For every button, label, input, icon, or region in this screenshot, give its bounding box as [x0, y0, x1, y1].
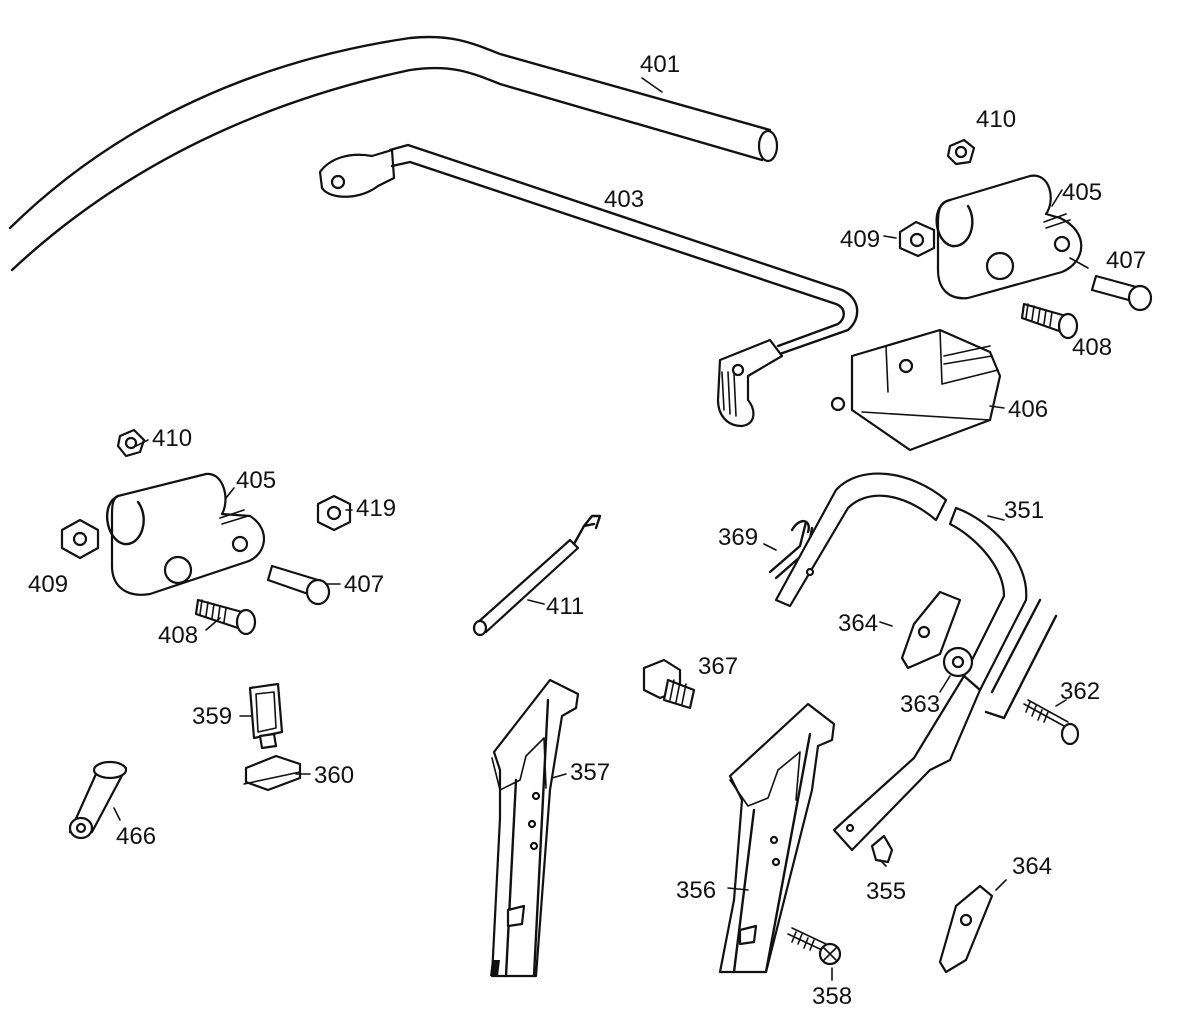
part-358-screw [787, 927, 842, 966]
part-406-housing [830, 328, 1002, 452]
label-358: 358 [812, 983, 852, 1010]
label-407-right: 407 [1106, 247, 1146, 274]
part-362-bolt [1023, 699, 1080, 746]
label-409-right: 409 [840, 226, 880, 253]
part-355-washer [870, 834, 894, 864]
label-362: 362 [1060, 678, 1100, 705]
label-406: 406 [1008, 396, 1048, 423]
label-401: 401 [640, 51, 680, 78]
label-466: 466 [116, 823, 156, 850]
part-364-knob-upper [900, 590, 962, 670]
label-357: 357 [570, 759, 610, 786]
label-410-left: 410 [152, 425, 192, 452]
part-408-bolt-right [1020, 302, 1079, 340]
label-356: 356 [676, 877, 716, 904]
label-409-left: 409 [28, 571, 68, 598]
label-403: 403 [604, 186, 644, 213]
part-401-upper-handle [8, 35, 779, 272]
label-364-upper: 364 [838, 610, 878, 637]
label-407-left: 407 [344, 571, 384, 598]
part-364-knob-lower [938, 884, 994, 974]
label-360: 360 [314, 762, 354, 789]
part-403-control-bail [318, 143, 859, 428]
part-409-nut-right [898, 220, 936, 258]
part-359-bushing [248, 682, 284, 750]
part-419-nut [316, 494, 352, 532]
label-359: 359 [192, 703, 232, 730]
label-408-right: 408 [1072, 334, 1112, 361]
part-363-washer [942, 646, 974, 678]
label-369: 369 [718, 524, 758, 551]
label-405-right: 405 [1062, 179, 1102, 206]
label-410-right: 410 [976, 106, 1016, 133]
part-405-bracket-left [105, 472, 266, 596]
label-419: 419 [356, 495, 396, 522]
part-410-nut-right [946, 138, 976, 166]
part-466-spacer [68, 760, 128, 840]
part-360-clip [243, 754, 302, 792]
part-357-side-frame-left [490, 678, 580, 978]
part-405-bracket-right [935, 174, 1083, 300]
part-407-pin-right [1090, 274, 1153, 312]
part-351-lower-handle [774, 472, 1058, 852]
part-410-nut-left [116, 428, 146, 458]
part-407-pin-left [266, 564, 331, 606]
part-labels: 401 403 410 405 409 407 408 406 410 405 … [28, 51, 1146, 1010]
part-409-nut-left [60, 518, 100, 560]
part-408-bolt-left [194, 598, 257, 636]
label-367: 367 [698, 653, 738, 680]
label-364-lower: 364 [1012, 853, 1052, 880]
part-367-screw [642, 658, 696, 710]
leader-lines [113, 77, 1089, 981]
label-355: 355 [866, 878, 906, 905]
part-356-side-frame-right [718, 702, 836, 974]
label-408-left: 408 [158, 622, 198, 649]
label-411: 411 [546, 593, 584, 620]
label-405-left: 405 [236, 467, 276, 494]
part-411-rod [472, 514, 602, 637]
label-351: 351 [1004, 497, 1044, 524]
label-363: 363 [900, 691, 940, 718]
